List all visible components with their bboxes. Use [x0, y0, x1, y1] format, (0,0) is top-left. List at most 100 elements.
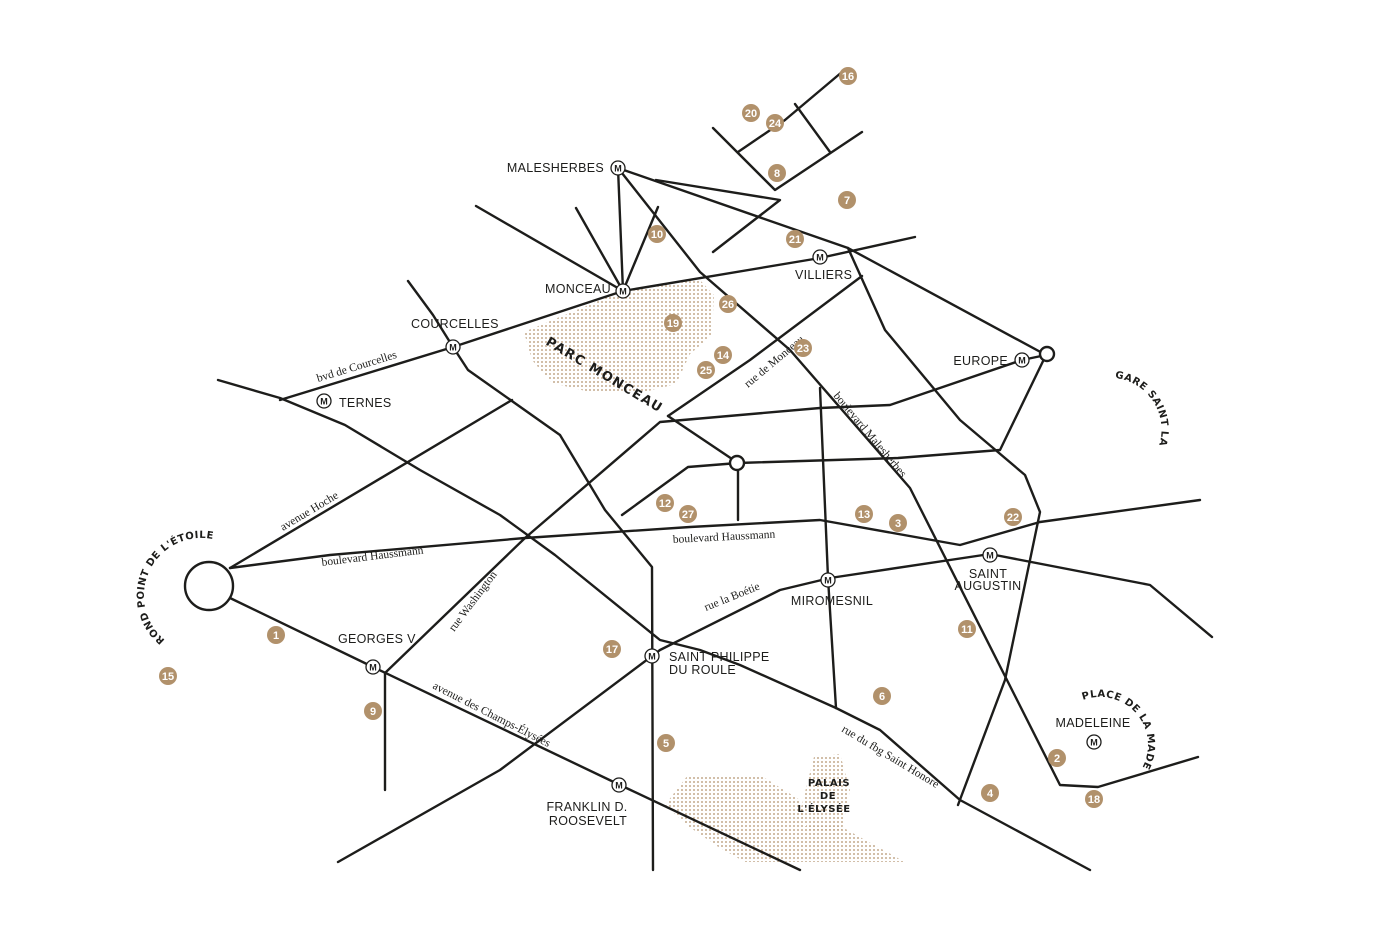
metro-georges-v[interactable]: M GEORGES V — [338, 632, 416, 675]
svg-text:4: 4 — [987, 788, 994, 800]
metro-courcelles[interactable]: M COURCELLES — [411, 317, 499, 355]
poi-marker[interactable]: 15 — [159, 667, 177, 685]
station-label: EUROPE — [953, 354, 1008, 368]
poi-marker[interactable]: 11 — [958, 620, 976, 638]
poi-marker[interactable]: 6 — [873, 687, 891, 705]
svg-text:M: M — [320, 397, 328, 407]
svg-text:17: 17 — [606, 644, 618, 656]
metro-saint-philippe-du-roule[interactable]: M SAINT PHILIPPE DU ROULE — [644, 648, 770, 677]
poi-marker[interactable]: 18 — [1085, 790, 1103, 808]
poi-marker[interactable]: 26 — [719, 295, 737, 313]
svg-text:3: 3 — [895, 518, 901, 530]
road-network — [216, 70, 1214, 872]
poi-marker[interactable]: 4 — [981, 784, 999, 802]
svg-text:M: M — [615, 781, 623, 791]
svg-text:M: M — [614, 164, 622, 174]
europe-roundabout — [1038, 345, 1056, 363]
poi-marker[interactable]: 14 — [714, 346, 732, 364]
svg-text:24: 24 — [769, 118, 782, 130]
svg-text:27: 27 — [682, 509, 694, 521]
metro-villiers[interactable]: M VILLIERS — [795, 249, 852, 282]
parc-monceau-area — [524, 278, 714, 393]
palais-elysee-building — [800, 754, 850, 830]
svg-text:11: 11 — [961, 624, 973, 636]
street-label: avenue des Champs-Élysées — [431, 678, 554, 750]
metro-monceau[interactable]: M MONCEAU — [545, 282, 631, 299]
poi-marker[interactable]: 20 — [742, 104, 760, 122]
poi-marker[interactable]: 10 — [648, 225, 666, 243]
poi-marker[interactable]: 24 — [766, 114, 784, 132]
haussmann-roundabout — [728, 454, 746, 472]
station-label: GEORGES V — [338, 632, 416, 646]
svg-text:12: 12 — [659, 498, 671, 510]
street-label: avenue Hoche — [278, 490, 340, 534]
svg-text:M: M — [648, 652, 656, 662]
poi-marker[interactable]: 3 — [889, 514, 907, 532]
metro-madeleine[interactable]: M MADELEINE — [1056, 716, 1131, 750]
poi-marker[interactable]: 5 — [657, 734, 675, 752]
svg-text:25: 25 — [700, 365, 712, 377]
poi-marker[interactable]: 8 — [768, 164, 786, 182]
poi-marker[interactable]: 16 — [839, 67, 857, 85]
metro-ternes[interactable]: M TERNES — [316, 393, 392, 410]
svg-text:M: M — [1090, 738, 1098, 748]
poi-marker[interactable]: 23 — [794, 339, 812, 357]
station-label: SAINT PHILIPPE — [669, 650, 770, 664]
station-label: TERNES — [339, 396, 392, 410]
poi-marker[interactable]: 27 — [679, 505, 697, 523]
street-label: rue la Boétie — [703, 581, 762, 614]
station-label: DU ROULE — [669, 663, 736, 677]
poi-marker[interactable]: 13 — [855, 505, 873, 523]
svg-text:M: M — [369, 663, 377, 673]
poi-marker[interactable]: 22 — [1004, 508, 1022, 526]
svg-text:18: 18 — [1088, 794, 1100, 806]
svg-text:14: 14 — [717, 350, 730, 362]
poi-marker[interactable]: 7 — [838, 191, 856, 209]
station-label: MONCEAU — [545, 282, 611, 296]
svg-text:20: 20 — [745, 108, 757, 120]
poi-marker[interactable]: 25 — [697, 361, 715, 379]
svg-text:5: 5 — [663, 738, 669, 750]
svg-text:9: 9 — [370, 706, 376, 718]
station-label: MADELEINE — [1056, 716, 1131, 730]
svg-text:16: 16 — [842, 71, 854, 83]
svg-text:13: 13 — [858, 509, 870, 521]
svg-text:M: M — [449, 343, 457, 353]
poi-marker[interactable]: 19 — [664, 314, 682, 332]
street-label: rue Washington — [447, 569, 500, 634]
svg-text:1: 1 — [273, 630, 279, 642]
metro-malesherbes[interactable]: M MALESHERBES — [507, 160, 626, 176]
station-label: ROOSEVELT — [549, 814, 627, 828]
svg-text:6: 6 — [879, 691, 885, 703]
svg-text:22: 22 — [1007, 512, 1019, 524]
street-label: boulevard Haussmann — [673, 529, 776, 546]
svg-text:10: 10 — [651, 229, 663, 241]
poi-marker[interactable]: 9 — [364, 702, 382, 720]
svg-text:M: M — [1018, 356, 1026, 366]
svg-text:21: 21 — [789, 234, 801, 246]
metro-saint-augustin[interactable]: M SAINT AUGUSTIN — [955, 547, 1022, 593]
svg-text:26: 26 — [722, 299, 734, 311]
station-label: MALESHERBES — [507, 161, 604, 175]
svg-text:M: M — [816, 253, 824, 263]
metro-miromesnil[interactable]: M MIROMESNIL — [791, 572, 873, 608]
metro-europe[interactable]: M EUROPE — [953, 352, 1030, 368]
station-label: COURCELLES — [411, 317, 499, 331]
palais-elysee-label: PALAIS — [808, 778, 850, 789]
svg-text:23: 23 — [797, 343, 809, 355]
metro-franklin-roosevelt[interactable]: M FRANKLIN D. ROOSEVELT — [546, 777, 627, 828]
palais-elysee-garden — [665, 775, 905, 862]
station-label: SAINT — [969, 567, 1007, 581]
poi-marker[interactable]: 17 — [603, 640, 621, 658]
poi-marker[interactable]: 1 — [267, 626, 285, 644]
street-label: rue du fbg Saint Honoré — [839, 723, 940, 791]
poi-marker[interactable]: 12 — [656, 494, 674, 512]
station-label: VILLIERS — [795, 268, 852, 282]
station-label: FRANKLIN D. — [546, 800, 627, 814]
poi-marker[interactable]: 2 — [1048, 749, 1066, 767]
poi-marker[interactable]: 21 — [786, 230, 804, 248]
svg-text:M: M — [619, 287, 627, 297]
svg-text:19: 19 — [667, 318, 679, 330]
poi-markers[interactable]: 1 2 3 4 5 6 7 8 9 10 11 12 13 14 15 16 1… — [159, 67, 1103, 808]
svg-text:7: 7 — [844, 195, 850, 207]
